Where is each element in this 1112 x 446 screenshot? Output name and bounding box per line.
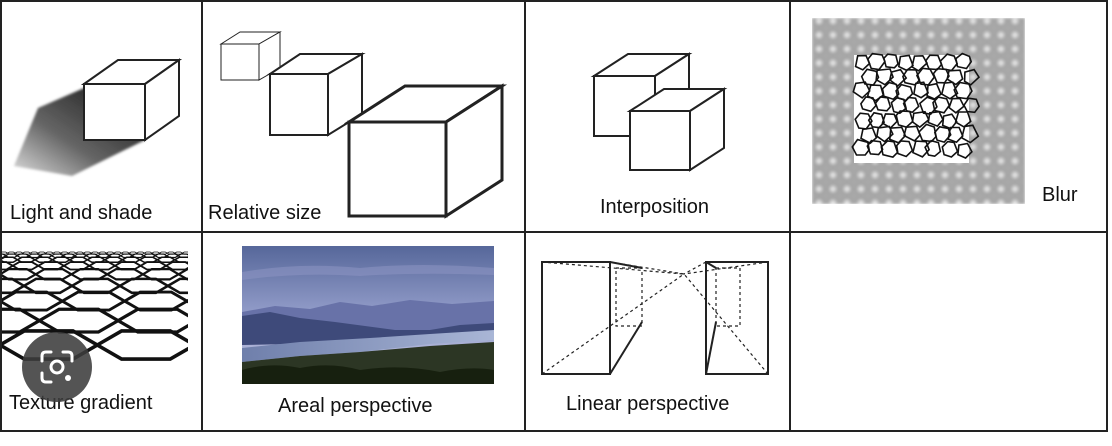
label-relative-size: Relative size [208,202,321,225]
texture-tile [187,292,249,310]
relative-size-illustration [221,32,502,216]
label-texture-gradient: Texture gradient [9,392,152,415]
light-shade-illustration [14,60,179,176]
visual-search-button[interactable] [22,332,92,402]
label-linear-perspective: Linear perspective [566,393,729,416]
label-areal-perspective: Areal perspective [278,395,433,418]
interposition-illustration [594,54,724,170]
visual-search-lens-icon [38,348,76,386]
texture-tile [190,254,202,257]
label-light-and-shade: Light and shade [10,202,152,225]
blur-illustration [812,18,1025,204]
linear-perspective-illustration [542,262,768,374]
label-interposition: Interposition [600,196,709,219]
label-blur: Blur [1042,184,1078,207]
texture-tile [192,262,218,269]
texture-tile [190,252,198,254]
areal-perspective-photo [242,246,494,384]
